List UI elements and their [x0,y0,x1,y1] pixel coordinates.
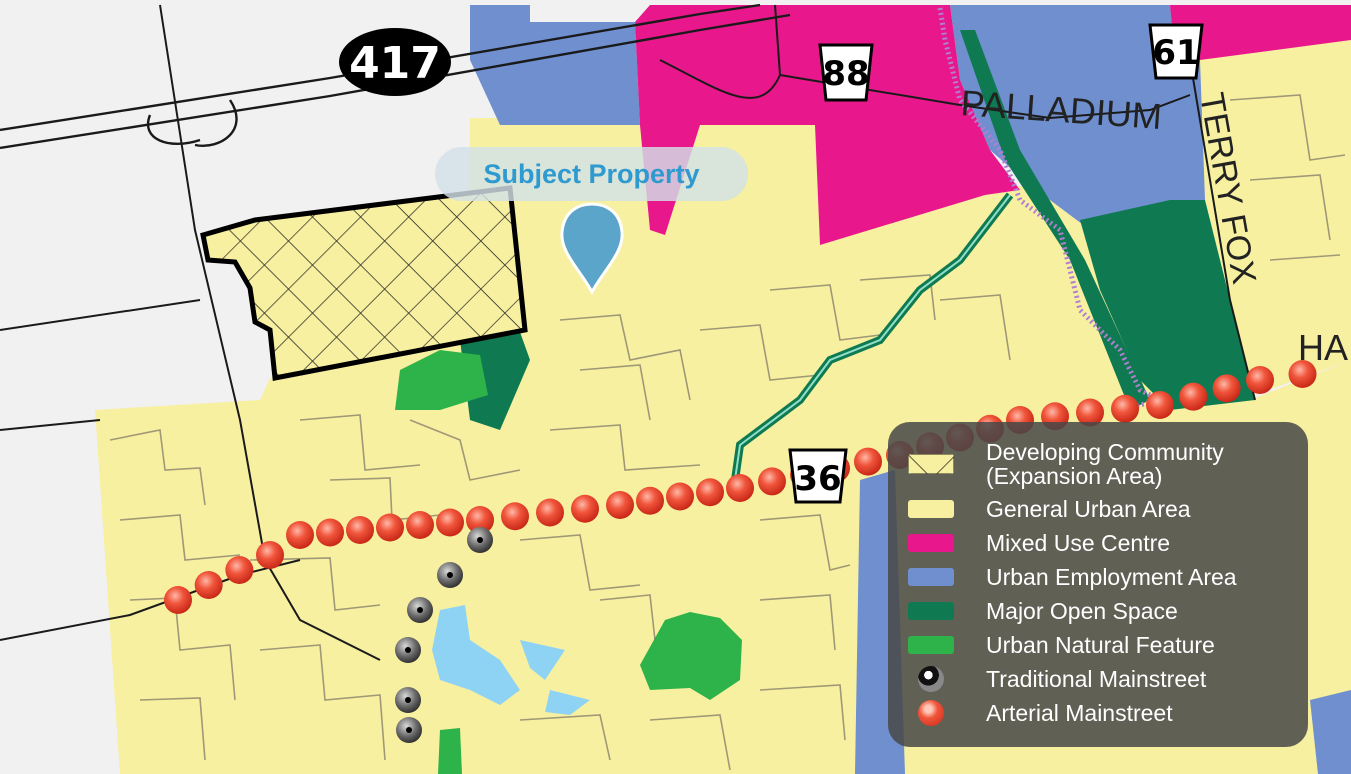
location-pin-icon[interactable] [560,202,624,296]
arterial-mainstreet-dot [536,498,564,527]
legend-label: Traditional Mainstreet [986,666,1207,692]
arterial-mainstreet-dot [571,494,599,523]
natural-feature-3 [438,728,462,774]
legend-label: Urban Natural Feature [986,632,1215,658]
arterial-mainstreet-dot [696,478,724,507]
local-streets [109,94,1346,771]
arterial-mainstreet-dot [406,511,434,539]
legend-swatch [908,602,954,620]
legend-item-developing-community: Developing Community (Expansion Area) [904,432,1292,492]
major-roads [0,4,1256,661]
legend-item-employment: Urban Employment Area [904,560,1292,594]
pond [432,605,520,705]
arterial-mainstreet-dot [376,513,404,542]
legend-item-arterial-mainstreet: Arterial Mainstreet [904,696,1292,730]
arterial-mainstreet-dot [501,502,529,531]
natural-feature-1 [395,350,488,410]
legend-label: General Urban Area [986,496,1191,522]
legend-item-general-urban: General Urban Area [904,492,1292,526]
arterial-mainstreet-dot [256,541,284,569]
road-shield-icon: 88 [818,43,874,102]
legend-item-open-space: Major Open Space [904,594,1292,628]
arterial-mainstreet-dot [194,571,223,599]
arterial-mainstreet-dot [346,516,374,544]
oval-highway-shield-icon: 417 [339,28,451,96]
legend-item-traditional-mainstreet: Traditional Mainstreet [904,662,1292,696]
arterial-mainstreet-dot-icon [918,700,944,726]
map-legend: Developing Community (Expansion Area) Ge… [888,422,1308,747]
pond-3 [545,690,590,715]
natural-feature-2 [640,612,742,700]
legend-swatch [908,568,954,586]
traditional-mainstreet-dot-core [417,607,423,613]
open-space-corridor [960,30,1150,410]
traditional-mainstreet-dot-core [406,727,412,733]
arterial-mainstreet-dot [316,518,344,547]
legend-item-natural-feature: Urban Natural Feature [904,628,1292,662]
general-urban-area-east [1190,40,1351,395]
legend-label: Arterial Mainstreet [986,700,1173,726]
shield-417-label: 417 [349,38,441,89]
arterial-mainstreet-dot [1076,398,1104,427]
legend-swatch [908,534,954,552]
arterial-mainstreet-dot [758,467,786,496]
subject-property-parcel[interactable] [200,185,528,381]
shield-61-label: 61 [1152,33,1199,73]
traditional-mainstreet-dot-core [447,572,453,578]
legend-label: Mixed Use Centre [986,530,1171,556]
legend-label: Developing Community (Expansion Area) [986,439,1224,489]
pond-2 [520,640,565,680]
traditional-mainstreet-dot-core [405,697,411,703]
arterial-mainstreet-dot [1111,394,1139,423]
arterial-mainstreet-dot [726,474,754,502]
mixed-use-centre [635,5,1020,245]
subject-property-label: Subject Property [435,147,748,201]
arterial-mainstreet-dot [466,506,494,534]
traditional-mainstreet-dot-core [477,537,483,543]
arterial-mainstreet-dot [1246,366,1274,394]
shield-36-label: 36 [794,459,841,499]
shield-88-label: 88 [822,54,869,94]
legend-swatch [908,636,954,654]
legend-item-mixed-use: Mixed Use Centre [904,526,1292,560]
legend-swatch [908,500,954,518]
traditional-mainstreet [395,527,493,743]
arterial-mainstreet-dot [436,508,464,537]
arterial-mainstreet-dot [164,586,192,614]
employment-area-west [470,5,640,125]
arterial-mainstreet-dot [1146,391,1174,419]
arterial-mainstreet-dot [225,556,254,584]
arterial-mainstreet-dot [854,447,882,476]
traditional-mainstreet-dot-core [405,647,411,653]
arterial-mainstreet-dot [666,482,694,511]
arterial-mainstreet-dot [286,521,314,549]
arterial-mainstreet-dot [636,486,664,515]
traditional-mainstreet-dot-icon [918,666,944,692]
mixed-use-centre-ne [1170,5,1351,60]
arterial-mainstreet-dot [1288,360,1317,388]
road-shield-icon: 36 [788,448,848,504]
road-label-ha: HA [1298,327,1348,368]
arterial-mainstreet-dot [1179,382,1208,411]
employment-area-northeast [950,5,1205,230]
highway-417 [0,3,791,150]
legend-swatch-hatch [908,454,954,474]
pathway-corridor-inner [734,194,1011,481]
road-shield-icon: 61 [1148,23,1204,80]
arterial-mainstreet-dot [1212,374,1241,403]
legend-label: Urban Employment Area [986,564,1237,590]
employment-area-southeast [1310,690,1351,774]
legend-label: Major Open Space [986,598,1178,624]
arterial-mainstreet-dot [606,491,634,519]
major-open-space-east [1080,200,1255,410]
subject-property-text: Subject Property [483,158,700,189]
